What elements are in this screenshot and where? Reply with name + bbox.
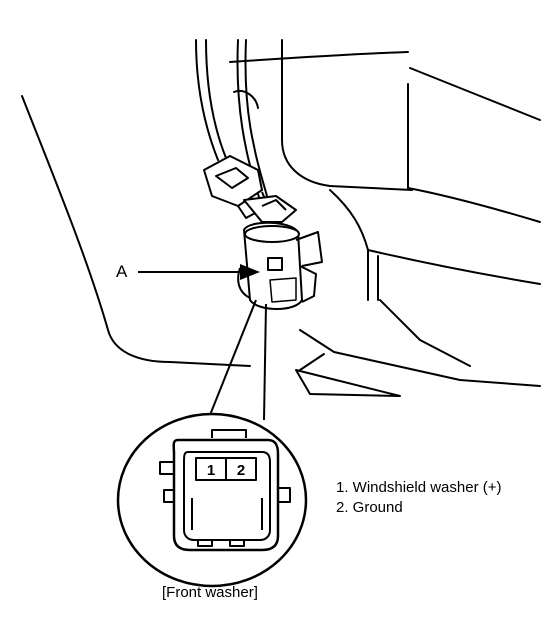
connector-detail-circle xyxy=(116,412,308,588)
legend-item-2: 2. Ground xyxy=(336,499,403,516)
washer-motor xyxy=(237,221,323,310)
callout-label-a: A xyxy=(116,262,128,281)
figure-caption: [Front washer] xyxy=(162,584,258,601)
legend-item-1: 1. Windshield washer (+) xyxy=(336,479,502,496)
pin-1-label: 1 xyxy=(207,462,215,479)
pin-legend: 1. Windshield washer (+) 2. Ground xyxy=(336,478,501,518)
zoom-leader-lines xyxy=(207,299,267,421)
connector-face xyxy=(159,429,291,552)
body-panel xyxy=(21,39,541,397)
wire-harness xyxy=(195,39,271,211)
pin-2-label: 2 xyxy=(237,462,245,479)
harness-connector xyxy=(203,155,297,223)
